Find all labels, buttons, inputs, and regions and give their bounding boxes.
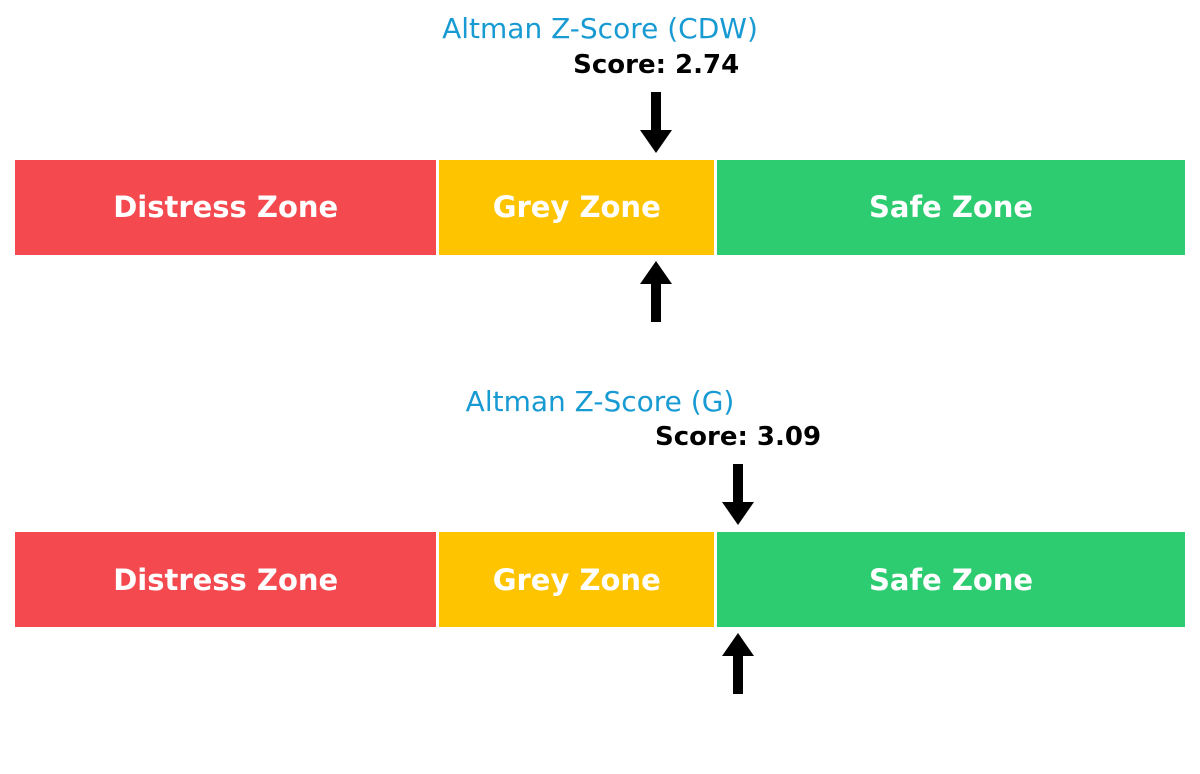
zone-label: Grey Zone [492,562,661,597]
arrow-head [722,633,755,657]
chart-title: Altman Z-Score (CDW) [442,12,758,45]
zone-grey: Grey Zone [439,532,715,628]
zone-distress: Distress Zone [15,159,437,255]
arrow-stem [651,91,662,130]
up-arrow-icon [640,260,673,322]
score-row: Score: 2.74 [15,46,1185,86]
zone-label: Distress Zone [113,190,339,225]
zone-safe: Safe Zone [717,159,1185,255]
down-arrow-icon [722,464,755,526]
zone-label: Grey Zone [492,190,661,225]
zone-bar: Distress Zone Grey Zone Safe Zone [15,159,1185,255]
zscore-chart-cdw: Altman Z-Score (CDW) Score: 2.74 Distres… [0,0,1200,327]
zone-label: Distress Zone [113,562,339,597]
chart-title: Altman Z-Score (G) [465,384,735,418]
score-row: Score: 3.09 [15,418,1185,458]
arrow-head [640,260,673,284]
arrow-stem [733,464,744,503]
score-label: Score: 3.09 [655,422,822,453]
arrow-stem [651,283,662,322]
zone-label: Safe Zone [868,190,1034,225]
zone-grey: Grey Zone [439,159,715,255]
zscore-chart-g: Altman Z-Score (G) Score: 3.09 Distress … [0,385,1200,700]
up-arrow-icon [722,633,755,695]
arrow-head [722,502,755,526]
marker-row-top [15,458,1185,532]
zone-bar: Distress Zone Grey Zone Safe Zone [15,532,1185,628]
arrow-stem [733,656,744,695]
arrow-head [640,129,673,153]
zone-safe: Safe Zone [717,532,1185,628]
marker-row-bottom [15,255,1185,327]
down-arrow-icon [640,91,673,153]
zone-label: Safe Zone [868,562,1034,597]
marker-row-top [15,86,1185,160]
score-label: Score: 2.74 [573,49,740,80]
marker-row-bottom [15,627,1185,699]
zone-distress: Distress Zone [15,532,437,628]
